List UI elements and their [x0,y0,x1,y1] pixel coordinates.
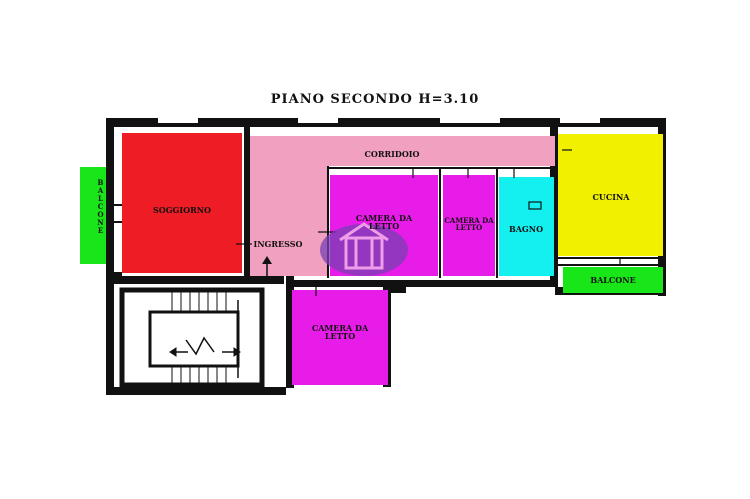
camera-2-room [443,175,495,276]
balcone-left-room [80,167,106,264]
window-gaps [158,118,600,123]
balcone-right-room [563,267,663,293]
door-marks [236,149,621,296]
cucina-room [558,134,663,256]
bagno-room [499,177,554,276]
soggiorno-label: SOGGIORNO [152,205,212,215]
balcone-right-label: BALCONE [590,275,636,285]
ingresso-label: INGRESSO [253,239,303,249]
entrance-arrow-icon [262,256,272,282]
camera-3-label: CAMERA DA LETTO [311,323,369,342]
corridoio-label: CORRIDOIO [364,149,420,159]
staircase [119,287,265,388]
plan-title: PIANO SECONDO H=3.10 [270,92,480,107]
internal-walls [114,136,664,278]
agency-logo-icon [320,222,408,276]
balcone-left-label: BALCONE [96,178,105,234]
camera-1-label: CAMERA DA LETTO [355,213,413,232]
bagno-label: BAGNO [508,224,544,234]
camera-2-label: CAMERA DA LETTO [444,216,494,233]
soggiorno-room [122,133,242,273]
cucina-label: CUCINA [592,192,630,202]
camera-3-room [292,290,388,385]
